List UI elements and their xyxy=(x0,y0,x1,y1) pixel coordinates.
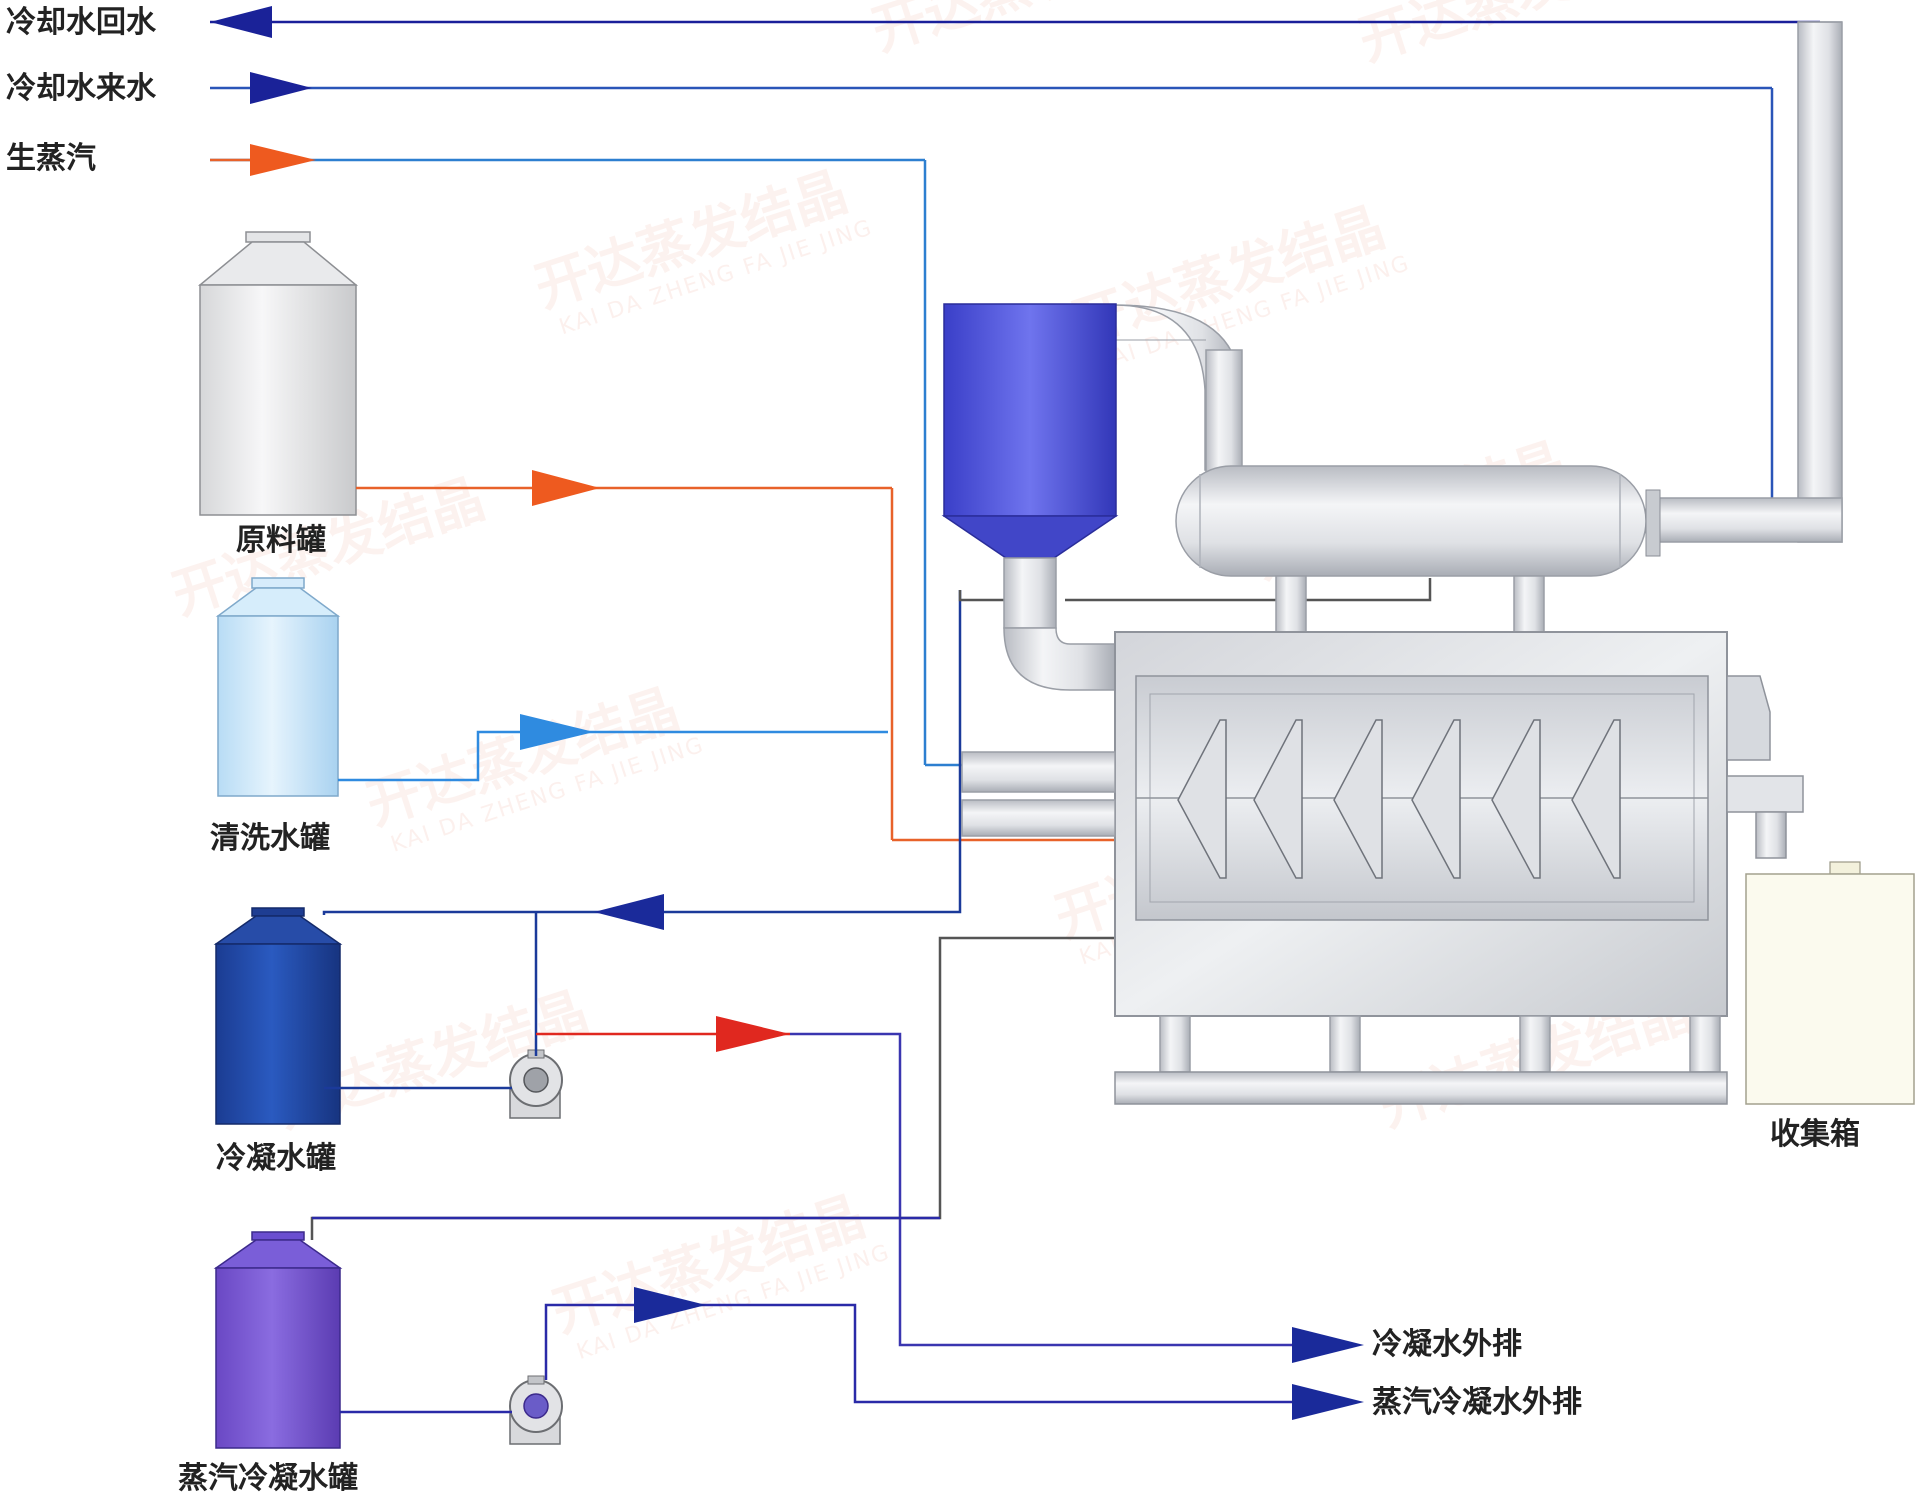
steam-condensate-lines xyxy=(310,936,1364,1420)
watermark-text: 开达蒸发结晶 xyxy=(864,0,1192,63)
steam-condensate-tank-label: 蒸汽冷凝水罐 xyxy=(178,1461,358,1496)
cooling-return-label: 冷却水回水 xyxy=(6,5,157,40)
condensate-return-line xyxy=(322,590,962,1090)
condensate-pump xyxy=(509,1049,563,1119)
steam-condensate-tank xyxy=(213,1231,343,1449)
condensate-tank-label: 冷凝水罐 xyxy=(216,1141,336,1176)
collection-box-label: 收集箱 xyxy=(1770,1117,1860,1152)
cooling-return-riser-pipe xyxy=(1649,21,1843,543)
raw-material-tank xyxy=(197,231,359,516)
watermark-text: 开达蒸发结晶 xyxy=(1351,0,1679,73)
cooling-supply-label: 冷却水来水 xyxy=(6,71,157,106)
scraper-evaporator xyxy=(961,631,1804,1105)
condensate-out-label: 冷凝水外排 xyxy=(1372,1327,1522,1362)
raw-feed-line xyxy=(356,470,1115,842)
scraper-blades xyxy=(1177,719,1621,879)
wash-water-tank-label: 清洗水罐 xyxy=(210,821,330,856)
condensate-tank xyxy=(213,907,343,1125)
hot-condensate-line xyxy=(536,1016,1364,1363)
collection-box xyxy=(1745,861,1915,1105)
wash-water-tank xyxy=(215,577,341,797)
raw-material-tank-label: 原料罐 xyxy=(236,523,326,558)
live-steam-label: 生蒸汽 xyxy=(6,141,96,176)
steam-condensate-out-label: 蒸汽冷凝水外排 xyxy=(1372,1385,1582,1420)
steam-condensate-pump xyxy=(509,1375,563,1445)
vapor-separator xyxy=(941,303,1243,691)
cooling-return-line xyxy=(210,6,1820,38)
condenser xyxy=(1175,465,1661,633)
wash-feed-line xyxy=(338,714,888,782)
